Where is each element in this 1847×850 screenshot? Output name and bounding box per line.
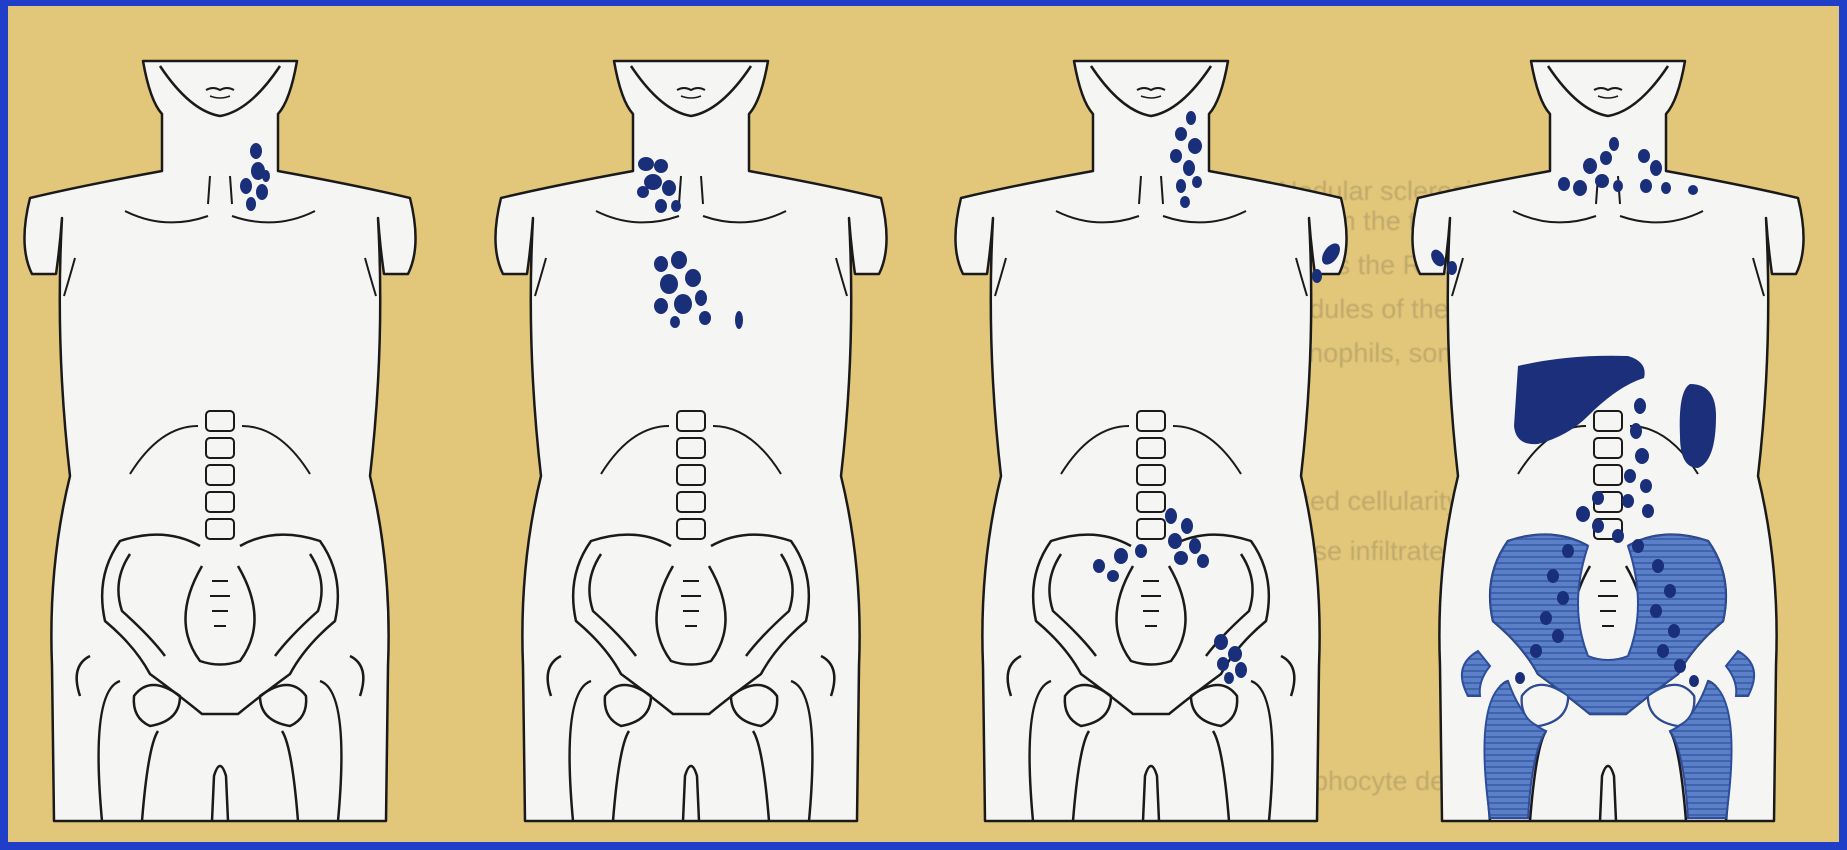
figure-4 bbox=[1412, 61, 1803, 821]
lymphoma-stage-diagram bbox=[8, 6, 1847, 850]
figure-1 bbox=[24, 61, 415, 821]
figure-3 bbox=[955, 61, 1346, 821]
figure-2 bbox=[495, 61, 886, 821]
